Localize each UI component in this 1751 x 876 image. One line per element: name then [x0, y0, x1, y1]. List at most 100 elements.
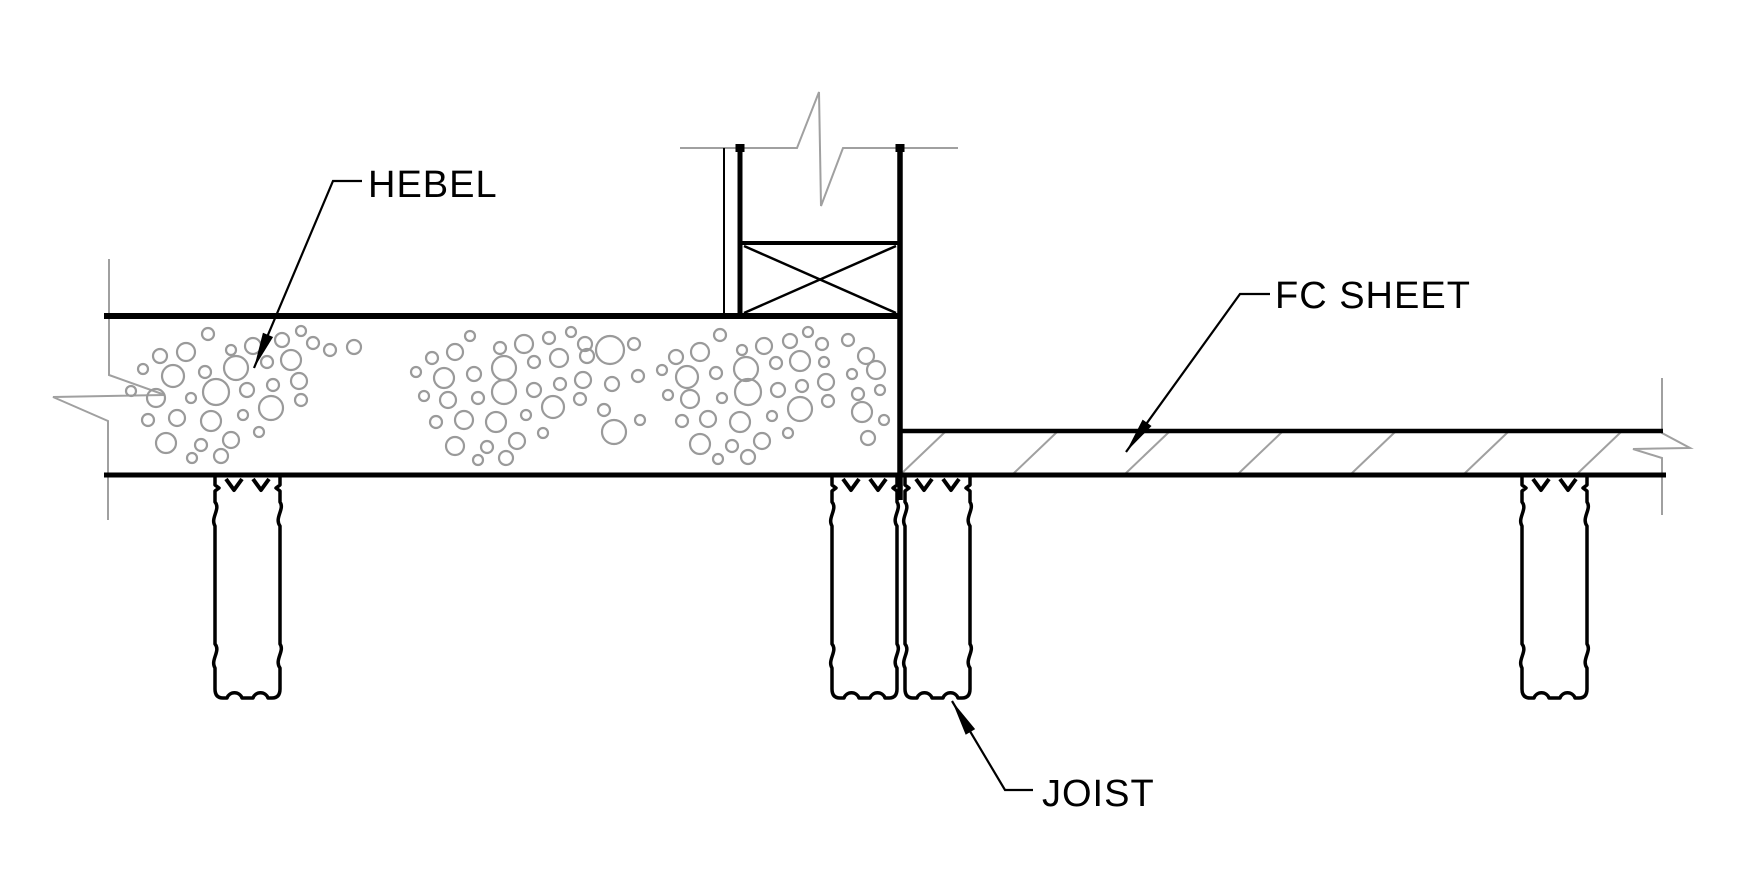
hebel-bubble	[816, 372, 836, 392]
hebel-bubble	[633, 413, 647, 427]
hebel-bubble	[788, 349, 812, 373]
hebel-bubble	[124, 384, 138, 398]
hebel-bubble	[817, 355, 831, 369]
hebel-bubble	[438, 390, 458, 410]
steel-joist-outline	[211, 476, 284, 700]
hebel-bubble	[259, 354, 275, 370]
fc-sheet-hatch-line	[1463, 431, 1509, 475]
hebel-bubble	[471, 453, 485, 467]
hebel-bubble	[175, 341, 197, 363]
fc-sheet-hatch-line	[1124, 431, 1170, 475]
hebel-bubble	[814, 336, 830, 352]
hebel-bubble	[193, 437, 209, 453]
hebel-bubble	[201, 377, 231, 407]
hebel-bubble	[221, 430, 241, 450]
hebel-bubble	[305, 335, 321, 351]
hebel-bubble	[428, 414, 444, 430]
hebel-bubble	[236, 408, 250, 422]
hebel-bubble	[273, 331, 291, 349]
break-line-left	[52, 259, 166, 520]
hebel-bubble	[769, 381, 787, 399]
hebel-bubble	[715, 391, 729, 405]
break-line-right	[1632, 378, 1694, 515]
hebel-bubble	[513, 333, 535, 355]
hebel-label: HEBEL	[368, 164, 498, 206]
hebel-bubble	[490, 378, 518, 406]
steel-joist-outline	[901, 476, 974, 700]
hebel-bubble	[197, 364, 213, 380]
fc-sheet-hatch-line	[1237, 431, 1283, 475]
hebel-bubble	[739, 448, 757, 466]
hebel-bubble	[463, 329, 477, 343]
fc-sheet-leader-line	[1125, 292, 1270, 453]
hebel-bubble	[548, 347, 570, 369]
hebel-bubble	[265, 377, 281, 393]
drawing-linework	[52, 91, 1694, 792]
hebel-bubble	[765, 409, 779, 423]
hebel-bubble	[630, 368, 646, 384]
hebel-bubble	[698, 409, 718, 429]
hebel-bubble	[519, 408, 533, 422]
hebel-bubble	[417, 389, 431, 403]
hebel-bubble	[754, 336, 774, 356]
hebel-bubble	[576, 335, 594, 353]
steel-joist-outline	[828, 476, 901, 700]
hebel-bubble	[140, 412, 156, 428]
hebel-bubble	[484, 410, 508, 434]
hebel-bubble	[600, 418, 628, 446]
hebel-leader-line	[252, 179, 362, 369]
hebel-bubble	[594, 334, 626, 366]
hebel-bubble	[154, 431, 178, 455]
nogging-cross-diagonal	[743, 244, 897, 315]
fc-sheet-hatch-line	[1350, 431, 1396, 475]
hebel-bubble	[465, 365, 483, 383]
hebel-bubble	[257, 394, 285, 422]
hebel-bubble	[507, 431, 527, 451]
joist-top-lip	[914, 477, 934, 492]
hebel-leader-arrowhead	[254, 332, 274, 368]
hebel-bubble	[184, 391, 198, 405]
stud-top-cap	[895, 144, 905, 152]
joist-top-lip	[251, 477, 271, 492]
hebel-bubble	[735, 343, 749, 357]
hebel-bubble	[661, 388, 675, 402]
hebel-bubble	[293, 392, 309, 408]
hebel-bubble	[345, 338, 363, 356]
hebel-bubble	[752, 431, 772, 451]
hebel-bubble	[252, 425, 266, 439]
joist-label: JOIST	[1042, 773, 1155, 815]
hebel-bubble	[279, 348, 303, 372]
hebel-bubble	[578, 347, 596, 365]
hebel-bubble	[424, 350, 440, 366]
hebel-bubble	[536, 426, 550, 440]
hebel-bubble	[679, 388, 701, 410]
hebel-bubble	[564, 325, 578, 339]
hebel-bubble	[525, 381, 543, 399]
hebel-bubble	[453, 409, 475, 431]
hebel-bubble	[541, 330, 557, 346]
hebel-bubble	[222, 354, 250, 382]
hebel-bubble	[185, 451, 199, 465]
joist-top-lip	[1558, 477, 1578, 492]
hebel-bubble	[497, 449, 515, 467]
hebel-bubble	[603, 375, 621, 393]
break-line-wall-top	[680, 91, 958, 207]
hebel-bubble	[850, 400, 874, 424]
hebel-bubble	[409, 365, 423, 379]
hebel-bubble	[540, 394, 566, 420]
hebel-bubble	[688, 432, 712, 456]
hebel-bubble	[479, 439, 495, 455]
hebel-bubble	[712, 327, 728, 343]
hebel-bubble	[432, 366, 456, 390]
hebel-bubble	[470, 390, 486, 406]
hebel-bubble	[845, 367, 859, 381]
hebel-bubble	[856, 346, 876, 366]
hebel-bubble	[768, 355, 784, 371]
joist-leader-arrowhead	[952, 701, 976, 735]
hebel-bubble	[212, 447, 230, 465]
hebel-bubble	[289, 371, 309, 391]
hebel-bubble	[526, 354, 542, 370]
hebel-bubble	[708, 365, 724, 381]
